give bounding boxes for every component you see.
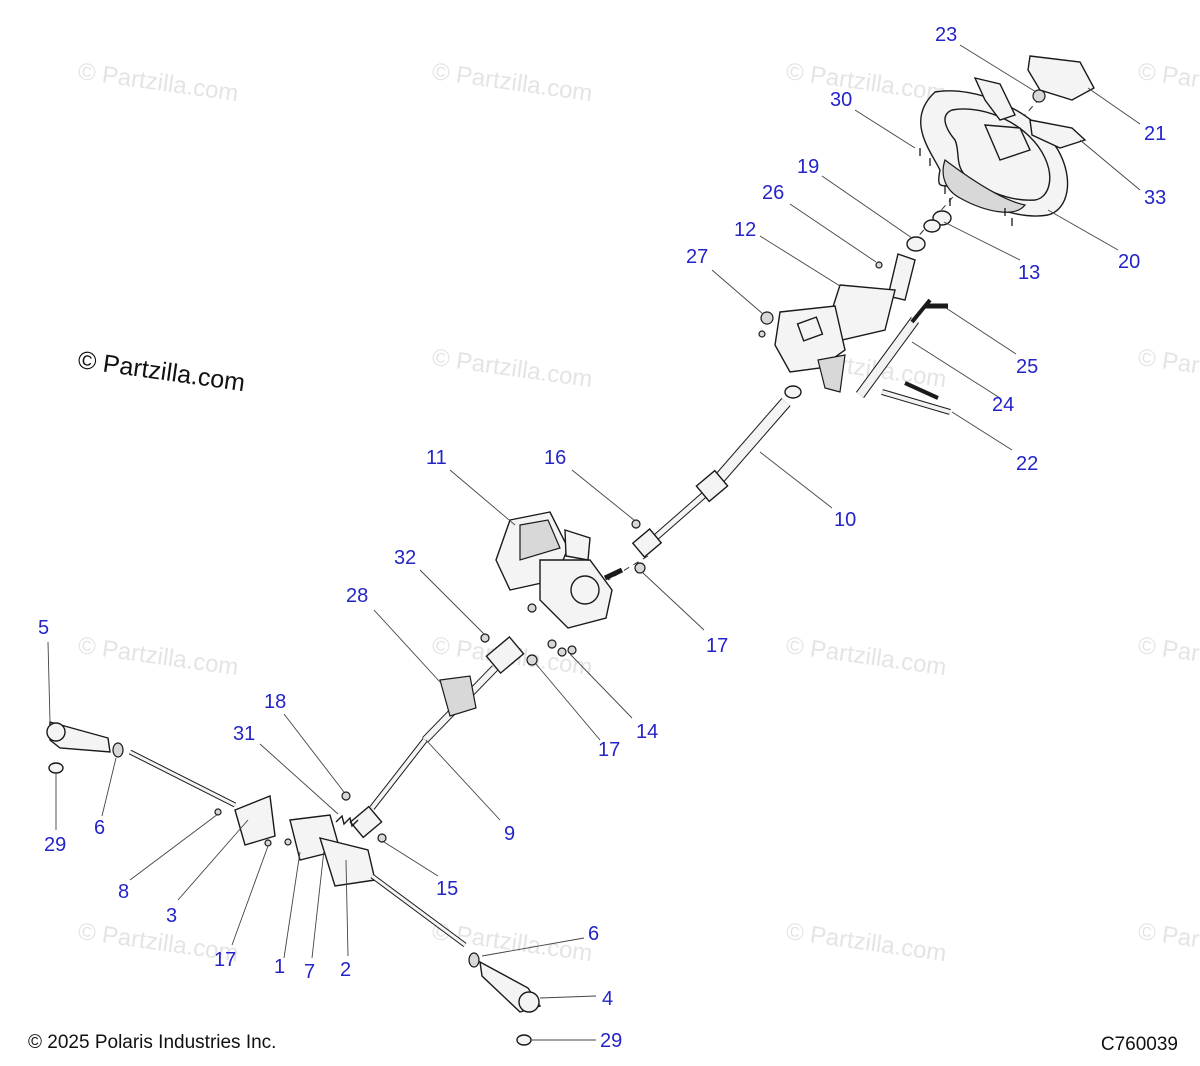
tie-rod-end-right[interactable] (479, 960, 542, 1013)
callout-29: 29 (600, 1030, 622, 1052)
bolt[interactable] (567, 645, 577, 655)
power-steering-unit[interactable] (495, 511, 624, 629)
diagram-code: C760039 (1100, 1034, 1178, 1055)
callout-26: 26 (762, 182, 784, 204)
nut[interactable] (214, 808, 222, 816)
callout-27: 27 (686, 246, 708, 268)
callout-3: 3 (166, 905, 177, 927)
intermediate-shaft[interactable] (349, 635, 525, 839)
callout-1: 1 (274, 956, 285, 978)
callout-15: 15 (436, 878, 458, 900)
callout-2: 2 (340, 959, 351, 981)
callout-12: 12 (734, 219, 756, 241)
callout-17: 17 (214, 949, 236, 971)
wheel-bracket[interactable] (973, 76, 1016, 121)
lock-nut[interactable] (48, 762, 64, 774)
leader-lines (47, 44, 1141, 1041)
callout-22: 22 (1016, 453, 1038, 475)
callout-29: 29 (44, 834, 66, 856)
callout-8: 8 (118, 881, 129, 903)
callout-25: 25 (1016, 356, 1038, 378)
nut[interactable] (634, 562, 646, 574)
callout-20: 20 (1118, 251, 1140, 273)
callout-24: 24 (992, 394, 1014, 416)
upper-steering-shaft[interactable] (631, 385, 802, 558)
callout-17: 17 (598, 739, 620, 761)
tie-rod-end-left[interactable] (46, 721, 111, 753)
bolt[interactable] (631, 519, 641, 529)
callout-13: 13 (1018, 262, 1040, 284)
bolt[interactable] (904, 381, 939, 400)
callout-6: 6 (94, 817, 105, 839)
tilt-bracket[interactable] (774, 253, 916, 393)
callout-31: 31 (233, 723, 255, 745)
nut[interactable] (760, 311, 774, 325)
callout-19: 19 (797, 156, 819, 178)
lock-nut[interactable] (516, 1034, 532, 1046)
bolt[interactable] (875, 261, 883, 269)
screws[interactable] (919, 148, 1013, 226)
bolt[interactable] (341, 791, 351, 801)
callout-23: 23 (935, 24, 957, 46)
callout-9: 9 (504, 823, 515, 845)
steering-rack[interactable] (128, 749, 467, 948)
callout-18: 18 (264, 691, 286, 713)
nut[interactable] (526, 654, 538, 666)
callout-16: 16 (544, 447, 566, 469)
bolt[interactable] (377, 833, 387, 843)
wheel-trim[interactable] (1027, 55, 1095, 101)
callout-7: 7 (304, 961, 315, 983)
jam-nut[interactable] (468, 952, 480, 968)
callout-5: 5 (38, 617, 49, 639)
bushing[interactable] (923, 219, 941, 233)
bolt[interactable] (527, 603, 537, 613)
jam-nut[interactable] (112, 742, 124, 758)
callout-4: 4 (602, 988, 613, 1010)
callout-21: 21 (1144, 123, 1166, 145)
callout-10: 10 (834, 509, 856, 531)
callout-30: 30 (830, 89, 852, 111)
callout-33: 33 (1144, 187, 1166, 209)
callout-6: 6 (588, 923, 599, 945)
callout-32: 32 (394, 547, 416, 569)
bolt[interactable] (557, 647, 567, 657)
bushing[interactable] (906, 236, 926, 252)
callout-11: 11 (426, 447, 447, 469)
shaft-boot[interactable] (439, 675, 477, 717)
washer[interactable] (758, 330, 766, 338)
bolt[interactable] (284, 838, 292, 846)
bolt[interactable] (547, 639, 557, 649)
wheel-nut[interactable] (1032, 89, 1046, 103)
copyright-notice: © 2025 Polaris Industries Inc. (28, 1032, 277, 1053)
callout-14: 14 (636, 721, 658, 743)
callout-17: 17 (706, 635, 728, 657)
wheel-cover[interactable] (1029, 119, 1087, 149)
spring[interactable] (335, 814, 359, 828)
callout-28: 28 (346, 585, 368, 607)
nut[interactable] (264, 839, 272, 847)
bolt[interactable] (480, 633, 490, 643)
